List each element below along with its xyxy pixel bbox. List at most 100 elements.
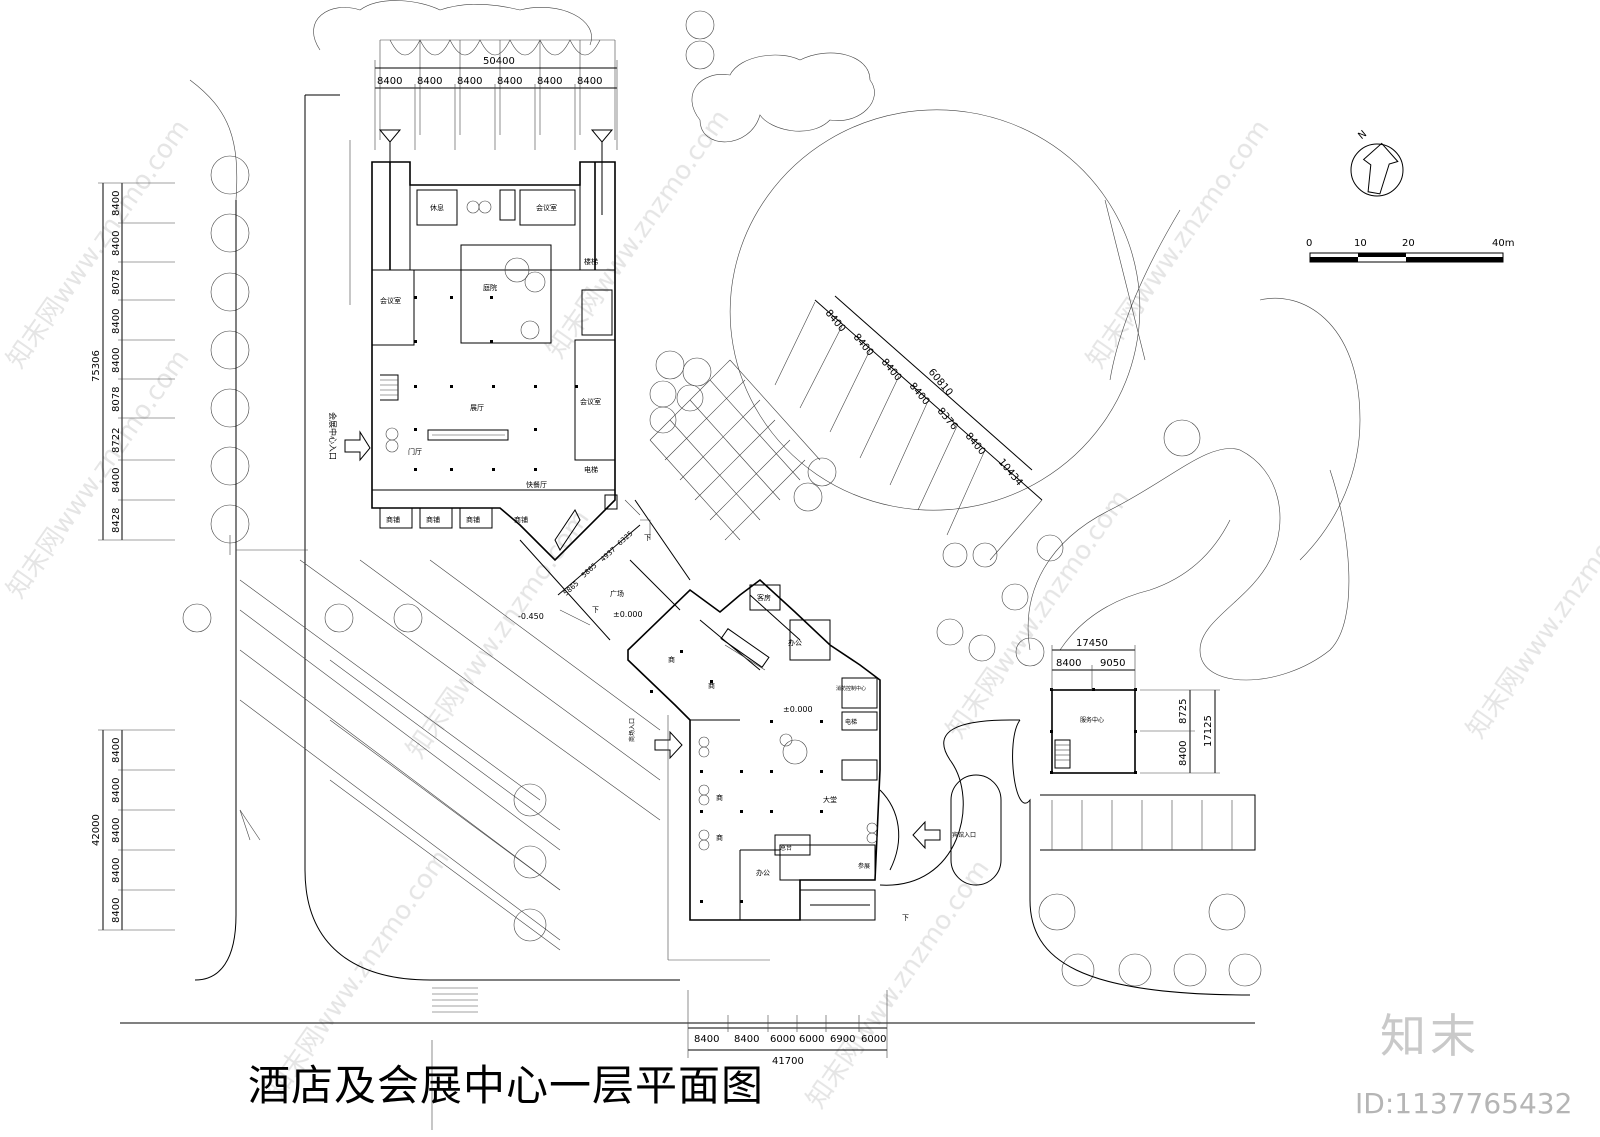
exhibition-room-labels: 休息 会议室 会议室 会议室 庭院 展厅 门厅 楼梯 电梯 快餐厅 商铺 商铺 … bbox=[328, 203, 601, 524]
dim-left-lower-total: 42000 bbox=[91, 814, 102, 846]
room-label-fastfood: 快餐厅 bbox=[526, 480, 547, 489]
watermark-site-3: 知末网www.znzmo.com bbox=[1081, 114, 1275, 374]
watermark-site-9: 知末网www.znzmo.com bbox=[801, 854, 995, 1114]
dim-left-upper-seg-8: 8400 bbox=[111, 468, 122, 493]
room-label-guest: 参展 bbox=[858, 862, 870, 870]
scale-label-40: 40m bbox=[1492, 238, 1514, 249]
dimension-diagonal: 8400 8400 8400 8400 8376 8400 10434 6081… bbox=[774, 295, 1043, 561]
dim-left-lower-seg-3: 8400 bbox=[111, 818, 122, 843]
dim-right-side-total: 17125 bbox=[1203, 715, 1214, 747]
dimension-left-lower: 42000 8400 8400 8400 8400 8400 bbox=[91, 729, 175, 931]
dim-left-upper-seg-7: 8722 bbox=[111, 428, 122, 453]
roads bbox=[120, 79, 1255, 1024]
watermark-logo: 知末 bbox=[1380, 1009, 1480, 1063]
dim-left-upper-seg-1: 8400 bbox=[111, 191, 122, 216]
dimension-left-upper: 75306 8400 8400 8078 8400 8400 8078 8722… bbox=[91, 182, 175, 541]
room-label-stair: 楼梯 bbox=[584, 257, 598, 266]
room-label-shop-3: 商铺 bbox=[466, 515, 480, 524]
landscape-curves bbox=[729, 109, 1361, 681]
dim-top-seg-6: 8400 bbox=[577, 76, 602, 87]
room-label-shop-a: 商 bbox=[668, 655, 675, 664]
dim-bottom-seg-2: 8400 bbox=[734, 1034, 759, 1045]
dim-diag-seg-7: 10434 bbox=[996, 457, 1025, 488]
room-label-shop-2: 商铺 bbox=[426, 515, 440, 524]
trees-middle bbox=[649, 350, 1262, 987]
room-label-service-center: 服务中心 bbox=[1080, 716, 1104, 724]
dim-bottom-total: 41700 bbox=[772, 1056, 804, 1067]
room-label-meeting-1: 会议室 bbox=[536, 203, 557, 212]
watermark-site-1: 知末网www.znzmo.com bbox=[1, 114, 195, 374]
dim-right-side-seg-2: 8400 bbox=[1178, 741, 1189, 766]
label-down-1: 下 bbox=[592, 606, 599, 614]
dim-diag-seg-5: 8376 bbox=[935, 406, 960, 433]
dim-diag-seg-2: 8400 bbox=[851, 332, 876, 359]
dim-top-seg-3: 8400 bbox=[457, 76, 482, 87]
room-label-lobby: 门厅 bbox=[408, 447, 422, 456]
crosswalk-bottom bbox=[431, 987, 478, 1130]
dim-left-upper-seg-4: 8400 bbox=[111, 309, 122, 334]
room-label-shop-d: 商 bbox=[716, 833, 723, 842]
dim-link-seg-1: 5865 bbox=[562, 580, 581, 598]
hotel-drop-off-loop bbox=[879, 719, 1256, 996]
room-label-control: 消防控制中心 bbox=[836, 685, 866, 692]
trees-top bbox=[313, 0, 875, 143]
watermark-id: ID:1137765432 bbox=[1355, 1087, 1573, 1120]
dim-top-seg-4: 8400 bbox=[497, 76, 522, 87]
dim-left-lower-seg-5: 8400 bbox=[111, 898, 122, 923]
room-label-courtyard: 庭院 bbox=[483, 283, 497, 292]
scale-bar: 0 10 20 40m bbox=[1306, 238, 1514, 263]
dim-left-upper-seg-2: 8400 bbox=[111, 231, 122, 256]
dim-diag-total: 60810 bbox=[926, 367, 955, 398]
room-label-front-desk: 总台 bbox=[780, 844, 792, 852]
dim-top-total: 50400 bbox=[483, 56, 515, 67]
dim-right-top-seg-1: 8400 bbox=[1056, 658, 1081, 669]
service-building: 服务中心 bbox=[1050, 688, 1137, 774]
dim-link-seg-2: 5865 bbox=[580, 562, 599, 580]
dim-left-upper-seg-6: 8078 bbox=[111, 387, 122, 412]
room-label-shop-4: 商铺 bbox=[514, 515, 528, 524]
dim-diag-seg-6: 8400 bbox=[963, 431, 988, 458]
dim-bottom-seg-5: 6900 bbox=[830, 1034, 855, 1045]
level-mark-2: ±0.000 bbox=[613, 610, 643, 619]
dim-diag-seg-3: 8400 bbox=[879, 357, 904, 384]
room-label-lobby-hotel: 大堂 bbox=[823, 795, 837, 804]
room-label-rest: 休息 bbox=[430, 203, 444, 212]
dimension-right-top: 17450 8400 9050 bbox=[1051, 638, 1136, 690]
dim-bottom-seg-3: 6000 bbox=[770, 1034, 795, 1045]
dim-bottom-seg-1: 8400 bbox=[694, 1034, 719, 1045]
diagonal-hatch-grid bbox=[649, 359, 821, 541]
hotel-room-labels: 广场 办公 办公 客房 消防控制中心 商 商 商 商 大堂 总台 参展 电梯 宾… bbox=[518, 534, 976, 922]
dim-left-upper-seg-3: 8078 bbox=[111, 270, 122, 295]
north-label: N bbox=[1356, 129, 1369, 142]
room-label-shop-1: 商铺 bbox=[386, 515, 400, 524]
dimension-bottom: 8400 8400 6000 6000 6900 6000 41700 bbox=[687, 990, 888, 1067]
dim-top-seg-2: 8400 bbox=[417, 76, 442, 87]
room-label-exhibition: 展厅 bbox=[470, 404, 484, 412]
dim-top-seg-5: 8400 bbox=[537, 76, 562, 87]
parking-stripes-left bbox=[239, 559, 661, 951]
room-label-shop-b: 商 bbox=[708, 681, 715, 690]
scale-label-20: 20 bbox=[1402, 238, 1415, 249]
dim-bottom-seg-6: 6000 bbox=[861, 1034, 886, 1045]
entrance-label-hotel: 宾馆入口 bbox=[952, 831, 976, 839]
watermark-site-5: 知末网www.znzmo.com bbox=[401, 504, 595, 764]
watermark-site-2: 知末网www.znzmo.com bbox=[541, 104, 735, 364]
label-down-3: 下 bbox=[902, 914, 909, 922]
link-square bbox=[519, 499, 770, 961]
dim-left-upper-total: 75306 bbox=[91, 350, 102, 382]
drawing-title: 酒店及会展中心一层平面图 bbox=[248, 1061, 765, 1110]
dim-left-upper-seg-5: 8400 bbox=[111, 348, 122, 373]
north-arrow-icon: N bbox=[1350, 129, 1404, 197]
dim-right-top-total: 17450 bbox=[1076, 638, 1108, 649]
watermark-site-6: 知末网www.znzmo.com bbox=[941, 484, 1135, 744]
dim-diag-seg-4: 8400 bbox=[907, 381, 932, 408]
exhibition-building bbox=[344, 129, 618, 562]
dimension-top: 50400 8400 8400 8400 8400 8400 8400 bbox=[374, 56, 618, 150]
scale-label-0: 0 bbox=[1306, 238, 1312, 249]
room-label-office-2: 办公 bbox=[756, 868, 770, 877]
dim-left-lower-seg-4: 8400 bbox=[111, 858, 122, 883]
room-label-office-1: 办公 bbox=[788, 638, 802, 647]
dim-left-lower-seg-1: 8400 bbox=[111, 738, 122, 763]
room-label-square: 广场 bbox=[610, 589, 624, 598]
